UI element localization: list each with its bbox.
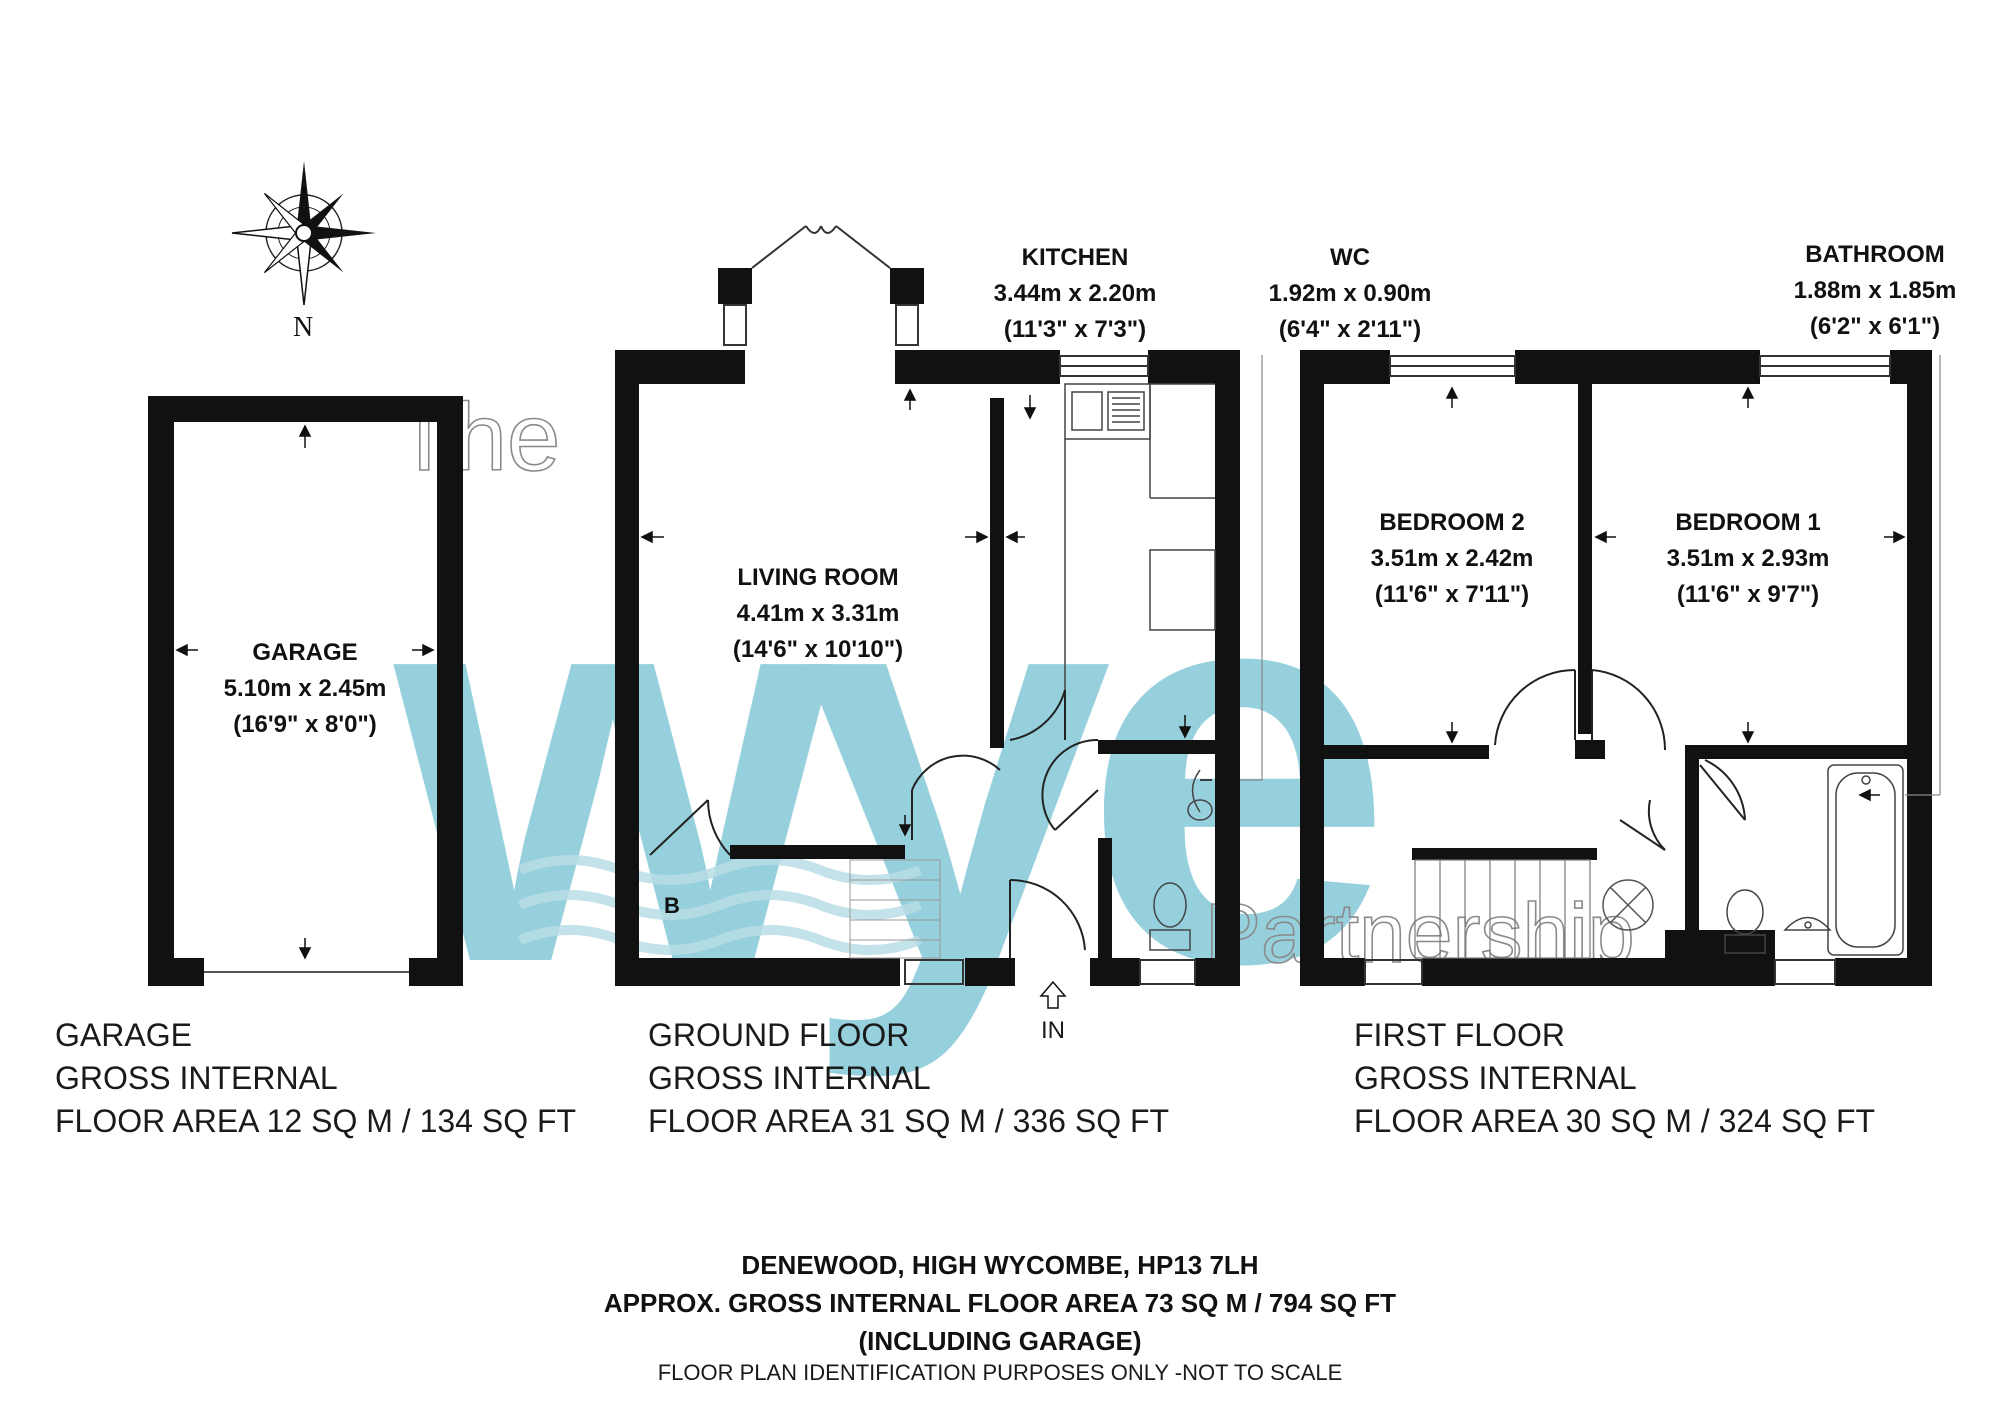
bathroom-name: BATHROOM	[1805, 241, 1945, 268]
footer-disclaimer: FLOOR PLAN IDENTIFICATION PURPOSES ONLY …	[658, 1360, 1343, 1385]
ground-floor-walls	[615, 268, 1240, 986]
living-room-name: LIVING ROOM	[737, 564, 898, 591]
living-room-imperial: (14'6" x 10'10")	[733, 636, 903, 663]
bedroom2-imperial: (11'6" x 7'11")	[1375, 581, 1529, 608]
ground-floor-doors	[649, 689, 1099, 958]
floor-caption-garage: GARAGE GROSS INTERNAL FLOOR AREA 12 SQ M…	[55, 1017, 576, 1139]
garage-walls	[148, 396, 463, 986]
floor-caption-first: FIRST FLOOR GROSS INTERNAL FLOOR AREA 30…	[1354, 1017, 1875, 1139]
garage-imperial: (16'9" x 8'0")	[233, 711, 377, 738]
garage-metric: 5.10m x 2.45m	[224, 675, 387, 702]
floor-caption-garage-name: GARAGE	[55, 1017, 192, 1053]
entrance-marker: IN	[1041, 1017, 1065, 1044]
first-floor-doors	[1494, 668, 1746, 851]
floor-caption-garage-area: FLOOR AREA 12 SQ M / 134 SQ FT	[55, 1103, 576, 1139]
bedroom1-name: BEDROOM 1	[1675, 509, 1820, 536]
bedroom2-metric: 3.51m x 2.42m	[1371, 545, 1534, 572]
living-room-metric: 4.41m x 3.31m	[737, 600, 900, 627]
bathroom-imperial: (6'2" x 6'1")	[1810, 313, 1940, 340]
compass-rose-icon: N	[231, 161, 376, 343]
kitchen-fittings	[1064, 383, 1216, 740]
compass-north-label: N	[293, 312, 313, 343]
garage-name: GARAGE	[252, 639, 357, 666]
bathroom-fittings	[1724, 764, 1904, 956]
bedroom1-metric: 3.51m x 2.93m	[1667, 545, 1830, 572]
floor-caption-ground-name: GROUND FLOOR	[648, 1017, 909, 1053]
floor-caption-ground-area: FLOOR AREA 31 SQ M / 336 SQ FT	[648, 1103, 1169, 1139]
loft-hatch-icon	[1602, 879, 1654, 931]
footer-including-garage: (INCLUDING GARAGE)	[858, 1326, 1141, 1356]
bedroom1-imperial: (11'6" x 9'7")	[1677, 581, 1819, 608]
kitchen-imperial: (11'3" x 7'3")	[1004, 316, 1146, 343]
footer-address: DENEWOOD, HIGH WYCOMBE, HP13 7LH	[741, 1250, 1258, 1280]
floor-caption-first-name: FIRST FLOOR	[1354, 1017, 1565, 1053]
boiler-marker: B	[664, 893, 680, 918]
ground-floor-plan: IN B LIVING ROOM 4.41m x 3.31m (14'6" x …	[615, 225, 1432, 1044]
entrance-arrow-icon	[1039, 980, 1067, 1009]
bay-window	[723, 225, 919, 346]
floor-caption-first-gross: GROSS INTERNAL	[1354, 1060, 1637, 1096]
ground-floor-dimension-arrows	[640, 388, 1212, 837]
first-floor-windows	[1364, 355, 1891, 985]
bathroom-metric: 1.88m x 1.85m	[1794, 277, 1957, 304]
floor-caption-garage-gross: GROSS INTERNAL	[55, 1060, 338, 1096]
wc-imperial: (6'4" x 2'11")	[1279, 316, 1421, 343]
ground-floor-stairs	[849, 859, 941, 959]
footer: DENEWOOD, HIGH WYCOMBE, HP13 7LH APPROX.…	[604, 1250, 1396, 1385]
ground-floor-bottom-windows	[904, 959, 1196, 985]
garage-plan: GARAGE 5.10m x 2.45m (16'9" x 8'0")	[148, 396, 463, 986]
bedroom2-name: BEDROOM 2	[1379, 509, 1524, 536]
kitchen-metric: 3.44m x 2.20m	[994, 280, 1157, 307]
wc-name: WC	[1330, 244, 1370, 271]
kitchen-name: KITCHEN	[1022, 244, 1129, 271]
first-floor-walls	[1300, 350, 1932, 986]
first-floor-dimension-arrows	[1445, 386, 1906, 802]
wc-metric: 1.92m x 0.90m	[1269, 280, 1432, 307]
footer-total-area: APPROX. GROSS INTERNAL FLOOR AREA 73 SQ …	[604, 1288, 1396, 1318]
first-floor-plan: BEDROOM 2 3.51m x 2.42m (11'6" x 7'11") …	[1300, 241, 1956, 986]
kitchen-window	[1059, 355, 1149, 377]
first-floor-stairs	[1414, 859, 1591, 959]
wc-fittings	[1149, 769, 1213, 951]
floor-caption-first-area: FLOOR AREA 30 SQ M / 324 SQ FT	[1354, 1103, 1875, 1139]
garage-dimension-arrows	[175, 424, 435, 960]
floor-caption-ground-gross: GROSS INTERNAL	[648, 1060, 931, 1096]
floor-caption-ground: GROUND FLOOR GROSS INTERNAL FLOOR AREA 3…	[648, 1017, 1169, 1139]
